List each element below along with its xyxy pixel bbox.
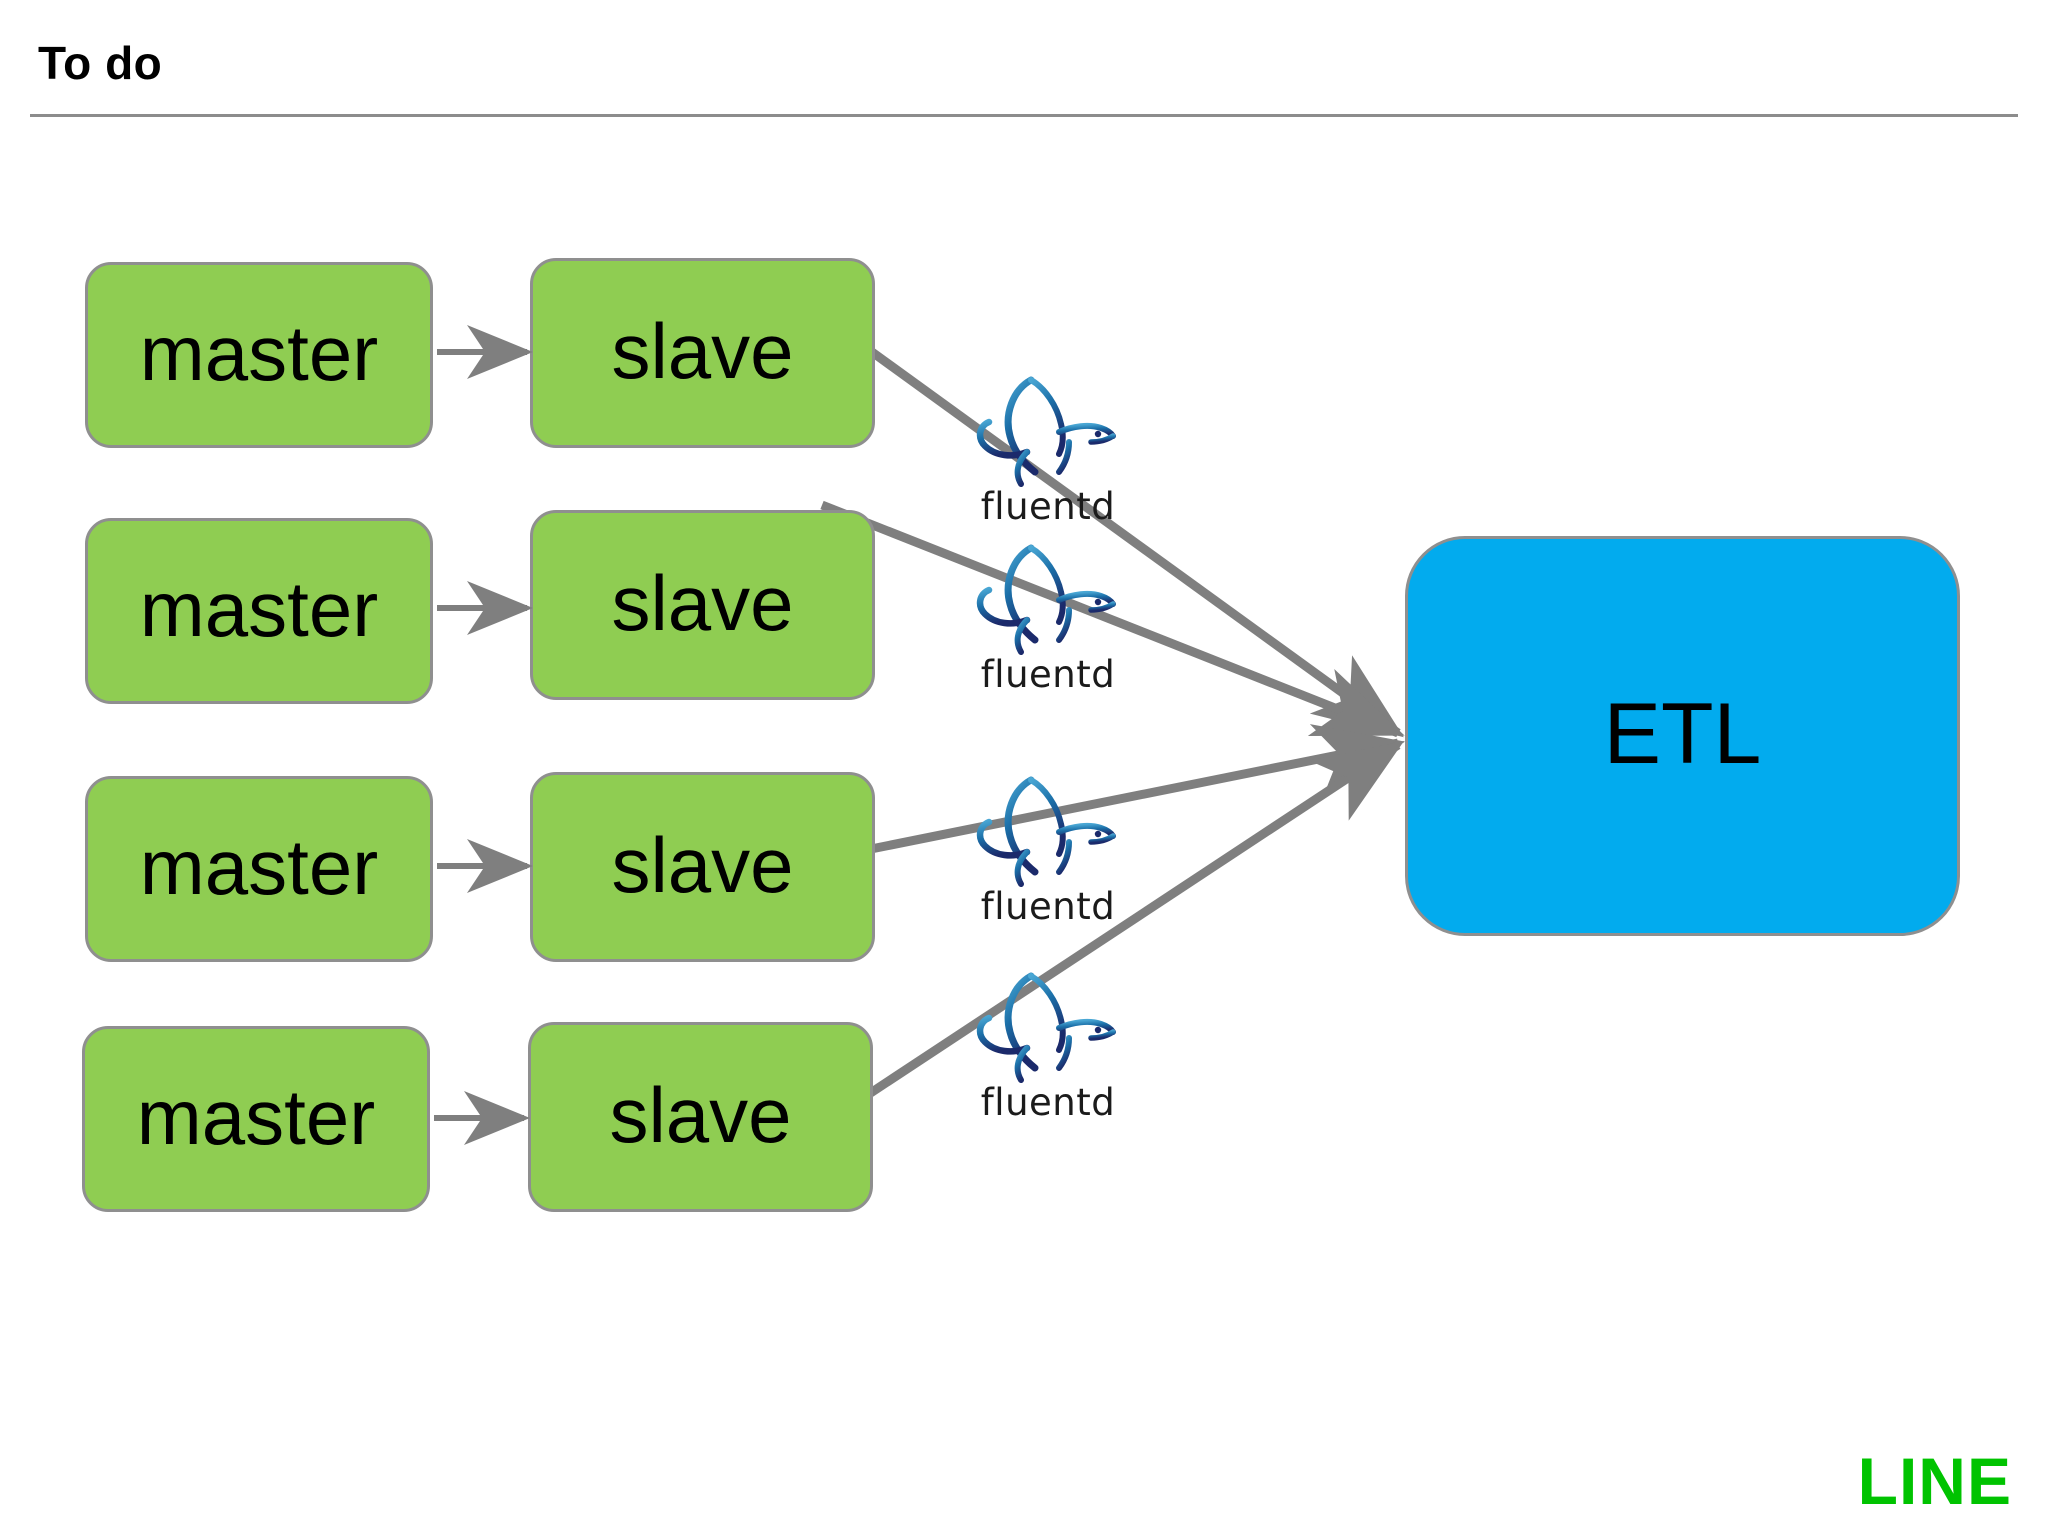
- title-divider: [30, 114, 2018, 117]
- node-slave-2[interactable]: slave: [530, 510, 875, 700]
- node-etl[interactable]: ETL: [1405, 536, 1960, 936]
- fluentd-wordmark: fluentd: [980, 653, 1116, 696]
- fluentd-wordmark: fluentd: [980, 1081, 1116, 1124]
- line-brand-logo: LINE: [1857, 1444, 2012, 1518]
- node-slave-3[interactable]: slave: [530, 772, 875, 962]
- node-label: master: [139, 823, 379, 911]
- node-label: slave: [609, 1071, 792, 1159]
- node-master-3[interactable]: master: [85, 776, 433, 962]
- node-label: ETL: [1603, 686, 1762, 782]
- node-master-4[interactable]: master: [82, 1026, 430, 1212]
- node-label: master: [136, 1073, 376, 1161]
- fluentd-bird-icon: [976, 972, 1116, 1083]
- fluentd-logo-2: fluentd: [963, 540, 1133, 708]
- fluentd-logo-4: fluentd: [963, 968, 1133, 1136]
- edge-slave1-etl: [869, 348, 1404, 738]
- fluentd-wordmark: fluentd: [980, 885, 1116, 928]
- fluentd-bird-icon: [976, 544, 1116, 655]
- node-slave-1[interactable]: slave: [530, 258, 875, 448]
- fluentd-logo-3: fluentd: [963, 772, 1133, 940]
- node-slave-4[interactable]: slave: [528, 1022, 873, 1212]
- node-master-2[interactable]: master: [85, 518, 433, 704]
- fluentd-bird-icon: [976, 776, 1116, 887]
- fluentd-wordmark: fluentd: [980, 485, 1116, 528]
- page-title: To do: [38, 37, 163, 89]
- fluentd-logo-1: fluentd: [963, 372, 1133, 540]
- node-label: master: [139, 309, 379, 397]
- short-edges: [434, 325, 533, 1145]
- fluentd-bird-icon: [976, 376, 1116, 487]
- node-label: slave: [611, 307, 794, 395]
- node-master-1[interactable]: master: [85, 262, 433, 448]
- node-label: master: [139, 565, 379, 653]
- node-label: slave: [611, 821, 794, 909]
- node-label: slave: [611, 559, 794, 647]
